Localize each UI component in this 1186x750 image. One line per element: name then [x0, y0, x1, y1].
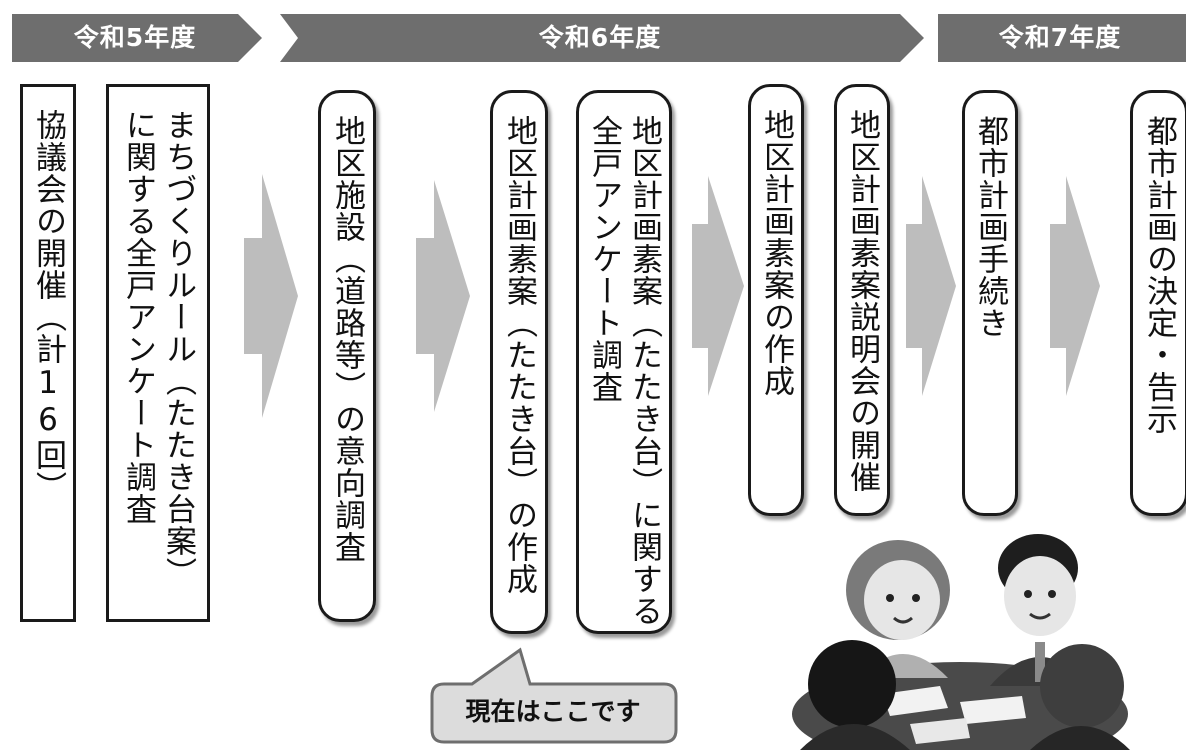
step-text: 都市計画の決定・告示 [1141, 115, 1177, 435]
year-chevron-r7 [938, 14, 1186, 62]
year-label-r7: 令和7年度 [998, 23, 1122, 52]
year-label-r6: 令和6年度 [538, 23, 662, 52]
step-facility-survey: 地区施設（道路等）の意向調査 [318, 90, 376, 622]
step-rules-survey: まちづくりルール（たたき台案）に関する全戸アンケート調査 [106, 84, 210, 622]
step-text: 地区計画素案の作成 [758, 109, 794, 397]
callout-label: 現在はここです [465, 697, 641, 726]
step-draft-survey: 地区計画素案（たたき台）に関する全戸アンケート調査 [576, 90, 672, 634]
step-draft-creation: 地区計画素案（たたき台）の作成 [490, 90, 548, 634]
year-label-r5: 令和5年度 [73, 23, 197, 52]
step-decision-notice: 都市計画の決定・告示 [1130, 90, 1186, 516]
step-text: 協議会の開催（計16回） [30, 109, 66, 503]
step-council-meetings: 協議会の開催（計16回） [20, 84, 76, 622]
step-text: 地区計画素案（たたき台）の作成 [501, 115, 537, 595]
step-text: まちづくりルール（たたき台案）に関する全戸アンケート調査 [120, 109, 196, 589]
step-plan-draft: 地区計画素案の作成 [748, 84, 804, 516]
meeting-people-illustration [792, 534, 1130, 750]
year-banner [12, 14, 1186, 62]
year-chevron-r5 [12, 14, 262, 62]
year-chevron-r6 [280, 14, 924, 62]
step-city-planning-procedure: 都市計画手続き [962, 90, 1018, 516]
step-text: 地区計画素案説明会の開催 [844, 109, 880, 493]
step-text: 地区計画素案（たたき台）に関する全戸アンケート調査 [586, 115, 662, 627]
step-text: 地区施設（道路等）の意向調査 [329, 115, 365, 563]
step-briefing-session: 地区計画素案説明会の開催 [834, 84, 890, 516]
step-text: 都市計画手続き [972, 115, 1008, 339]
